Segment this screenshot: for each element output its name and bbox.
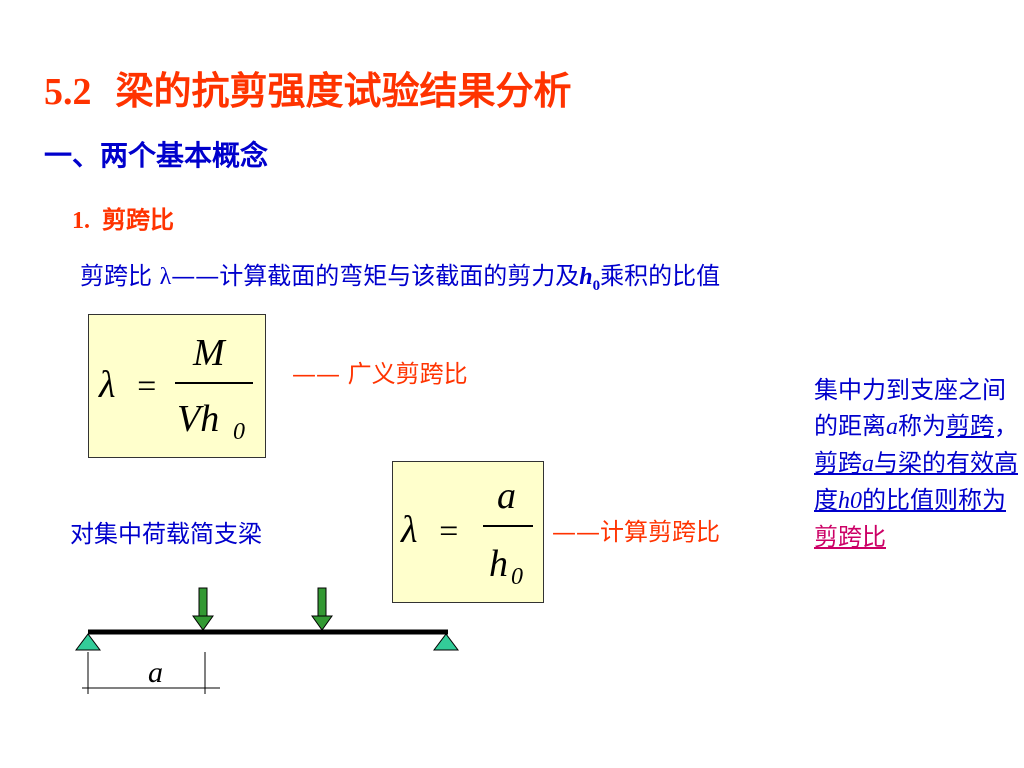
item-number: 1. xyxy=(72,208,90,234)
note-underline-2b: a xyxy=(862,451,874,477)
note-underline-2d: h0 xyxy=(838,488,862,514)
formula2-den-sub: 0 xyxy=(511,564,523,590)
note-text-1: 集中力到支座之间的距离 xyxy=(814,376,1006,440)
formula-box-calculated: λ = a h 0 xyxy=(392,461,544,603)
load-arrow-right-icon xyxy=(311,587,333,631)
label-calculated-shear-span-ratio: ——计算剪跨比 xyxy=(552,518,720,546)
definition-suffix: 乘积的比值 xyxy=(600,262,721,290)
formula2-numerator: a xyxy=(497,475,516,517)
note-var-a: a xyxy=(886,414,898,440)
side-note: 集中力到支座之间的距离a称为剪跨，剪跨a与梁的有效高度h0的比值则称为剪跨比 xyxy=(814,372,1019,555)
load-arrow-left-icon xyxy=(192,587,214,631)
formula1-numerator: M xyxy=(192,332,227,374)
title-number: 5.2 xyxy=(44,71,92,113)
note-shear-span-ratio: 剪跨比 xyxy=(814,523,886,551)
definition-prefix: 剪跨比 xyxy=(80,262,160,290)
left-support-icon xyxy=(75,633,101,651)
definition-var: h xyxy=(579,264,593,290)
definition-sub: 0 xyxy=(592,277,601,294)
item-text: 剪跨比 xyxy=(102,205,174,234)
simply-supported-beam-label: 对集中荷载简支梁 xyxy=(70,520,262,548)
definition-dash: —— xyxy=(171,262,220,290)
formula1-den-sub: 0 xyxy=(233,419,245,445)
title-text: 梁的抗剪强度试验结果分析 xyxy=(115,68,572,113)
span-label-a: a xyxy=(148,656,163,689)
formula2-lhs: λ xyxy=(400,509,417,551)
formula-general-svg: λ = M Vh 0 xyxy=(98,332,253,445)
right-support-icon xyxy=(433,633,459,651)
definition-line: 剪跨比 λ——计算截面的弯矩与该截面的剪力及h0乘积的比值 xyxy=(80,256,720,295)
section-heading: 一、两个基本概念 xyxy=(44,139,269,172)
item-heading: 1. 剪跨比 xyxy=(72,200,174,235)
note-underline-shear-span: 剪跨 xyxy=(946,412,994,440)
formula2-denominator: h xyxy=(489,543,508,585)
note-underline-2a: 剪跨 xyxy=(814,449,862,477)
label-general-shear-span-ratio: —— 广义剪跨比 xyxy=(292,360,468,388)
note-underline-2c: 与梁的有效高度 xyxy=(814,449,1018,514)
formula1-lhs: λ xyxy=(98,364,115,406)
formula-calculated-svg: λ = a h 0 xyxy=(400,475,533,590)
note-underline-2e: 的比值则称为 xyxy=(862,486,1006,514)
note-text-2: 称为 xyxy=(898,412,946,440)
definition-text: 计算截面的弯矩与该截面的剪力及 xyxy=(219,262,580,290)
note-comma: ， xyxy=(994,412,1018,440)
definition-symbol: λ xyxy=(159,264,172,290)
page-title: 5.2 梁的抗剪强度试验结果分析 xyxy=(44,60,572,115)
formula2-eq: = xyxy=(437,513,460,550)
formula1-denominator: Vh xyxy=(177,398,219,440)
formula-box-general: λ = M Vh 0 xyxy=(88,314,266,458)
formula1-eq: = xyxy=(135,368,158,405)
beam-diagram: a xyxy=(75,587,459,694)
